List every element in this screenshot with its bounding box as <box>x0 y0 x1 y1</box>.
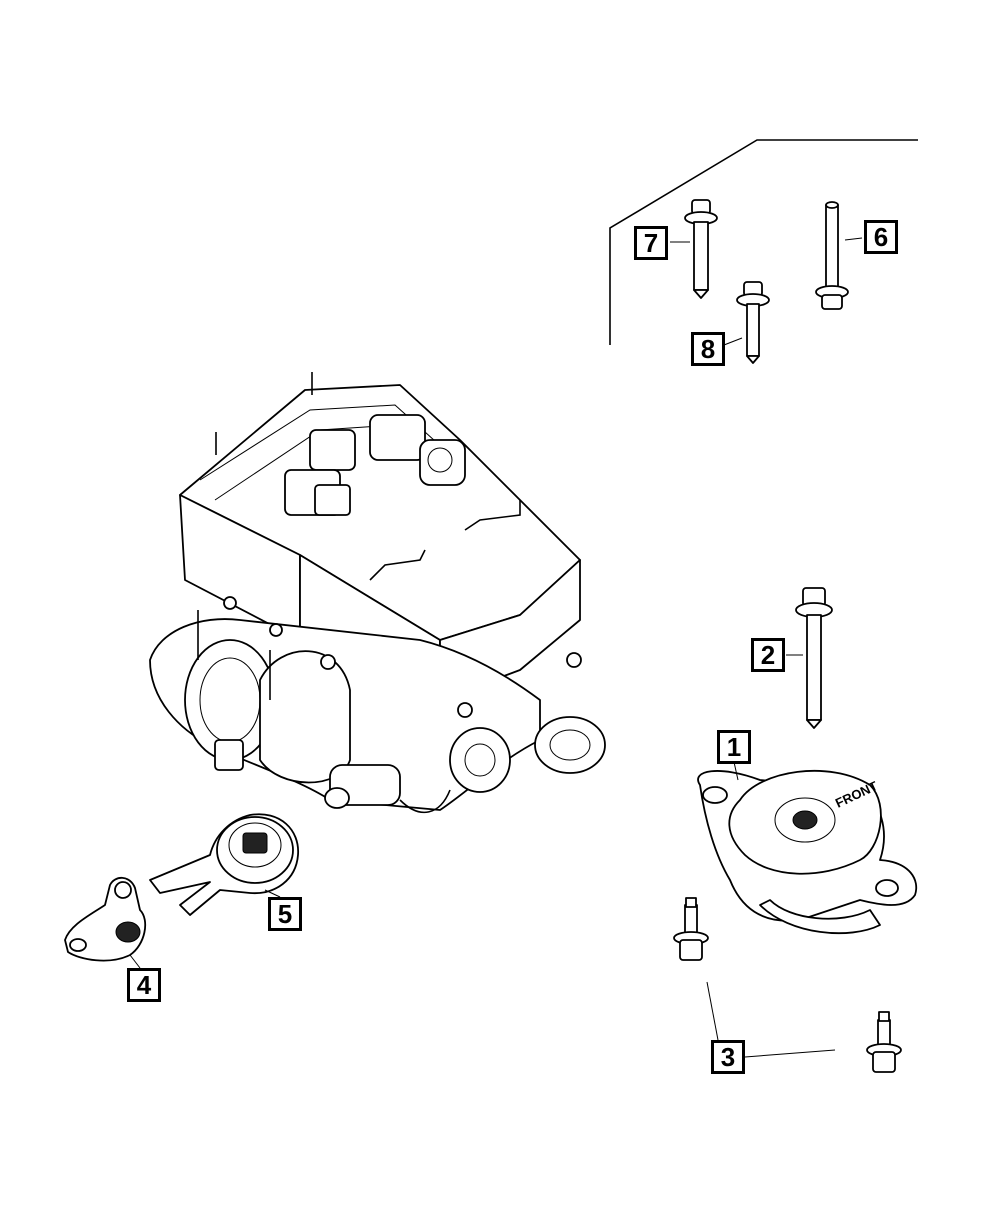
callout-5[interactable]: 5 <box>268 897 302 931</box>
callout-7[interactable]: 7 <box>634 226 668 260</box>
callout-3[interactable]: 3 <box>711 1040 745 1074</box>
leader-lines <box>129 237 863 1058</box>
hardware-group-bracket <box>609 139 918 345</box>
callout-8[interactable]: 8 <box>691 332 725 366</box>
bolt-3b-icon <box>866 1011 902 1073</box>
callout-4[interactable]: 4 <box>127 968 161 1002</box>
torque-strut-5-icon <box>149 813 299 916</box>
bolt-7-icon <box>684 199 718 299</box>
bolt-2-icon <box>795 587 833 729</box>
callout-1[interactable]: 1 <box>717 730 751 764</box>
callout-2[interactable]: 2 <box>751 638 785 672</box>
bolt-6-icon <box>815 201 849 310</box>
transmission-mount-1-icon: FRONT <box>697 769 918 935</box>
callout-6[interactable]: 6 <box>864 220 898 254</box>
bracket-4-icon <box>64 876 147 962</box>
bolt-3a-icon <box>673 897 709 961</box>
bolt-8-icon <box>736 281 770 364</box>
electric-drive-unit <box>149 372 606 814</box>
